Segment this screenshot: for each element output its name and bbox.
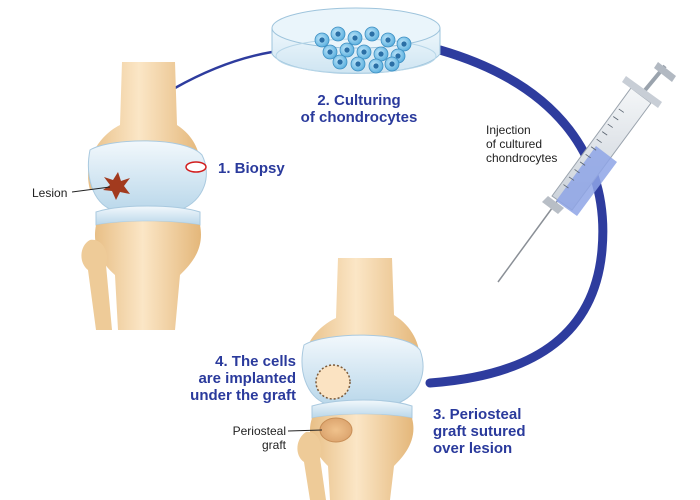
syringe-tick [613,116,619,121]
chondrocyte-cells [314,26,412,74]
cell-nucleus [327,49,333,55]
injection-line-1: Injection [486,123,531,137]
knee-implanted [287,258,424,500]
periosteal-graft-label: Periosteal graft [214,424,286,452]
step-periosteal-line-3: over lesion [433,440,513,457]
periosteal-graft-line-1: Periosteal [232,424,286,438]
cycle-arrow-thick [425,45,608,388]
syringe-tick [601,131,608,136]
syringe-tick [607,123,613,128]
syringe-tick [568,176,575,181]
syringe-tick [579,161,586,166]
step-implanted-line-1: 4. The cells [215,353,296,370]
step-biopsy-label: 1. Biopsy [218,160,285,177]
step-periosteal-label: 3. Periosteal graft sutured over lesion [433,406,526,457]
biopsy-site [185,161,207,173]
syringe-tick [596,138,602,144]
knee-biopsy [71,62,207,330]
step-implanted-label: 4. The cells are implanted under the gra… [168,353,296,404]
periosteal-graft-line-2: graft [261,438,286,452]
step-periosteal-line-1: 3. Periosteal [433,406,522,423]
periosteal-graft-harvest [319,417,353,443]
cell-nucleus [385,37,391,43]
syringe-tick [574,169,580,174]
cell-nucleus [395,53,401,59]
syringe-tick [563,184,569,189]
cell-nucleus [319,37,325,43]
cell-nucleus [389,61,395,67]
step-culturing-label: 2. Culturing of chondrocytes [292,92,426,126]
cell-nucleus [355,61,361,67]
syringe-icon [497,62,676,283]
cell-nucleus [401,41,407,47]
cell-nucleus [369,31,375,37]
lesion-mark [103,172,130,200]
cell-nucleus [378,51,384,57]
sutured-graft [315,364,351,400]
step-periosteal-line-2: graft sutured [433,423,526,440]
injection-label: Injection of cultured chondrocytes [486,123,557,165]
cell-nucleus [373,63,379,69]
step-culturing-line-2: of chondrocytes [300,109,418,126]
step-culturing-line-1: 2. Culturing [317,92,401,109]
syringe-tick [585,153,591,159]
cell-nucleus [361,49,367,55]
periosteal-graft-leader [287,429,323,432]
step-implanted-line-2: are implanted [198,370,296,387]
injection-line-2: of cultured [486,137,543,151]
lesion-leader [71,186,111,193]
syringe-tick [618,108,625,113]
cycle-arrow-thin [174,50,273,90]
injection-line-3: chondrocytes [486,151,558,165]
cell-nucleus [337,59,343,65]
cell-nucleus [335,31,341,37]
syringe-tick [590,146,597,151]
cell-nucleus [344,47,350,53]
cell-nucleus [352,35,358,41]
step-implanted-line-3: under the graft [190,387,296,404]
lesion-label: Lesion [32,186,68,200]
